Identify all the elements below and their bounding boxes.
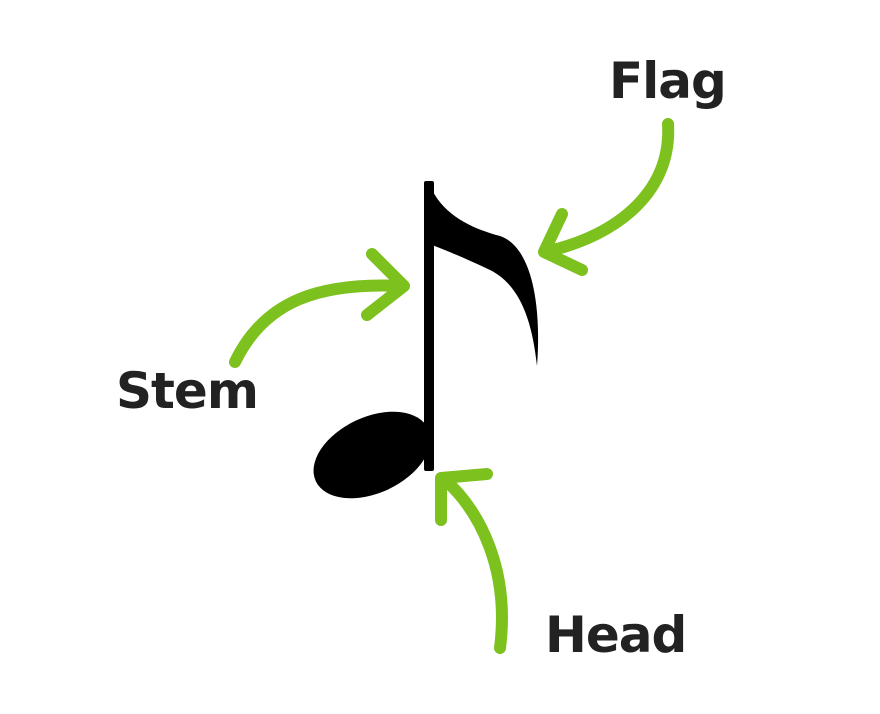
- note-flag: [432, 190, 539, 366]
- note-stem: [424, 181, 434, 471]
- flag-arrow: [538, 118, 675, 276]
- stem-label: Stem: [116, 362, 259, 420]
- eighth-note-icon: [313, 181, 539, 499]
- head-label: Head: [545, 606, 687, 664]
- stem-arrow: [229, 248, 410, 368]
- flag-label: Flag: [609, 52, 727, 110]
- head-arrow: [435, 468, 508, 654]
- note-head: [313, 411, 431, 499]
